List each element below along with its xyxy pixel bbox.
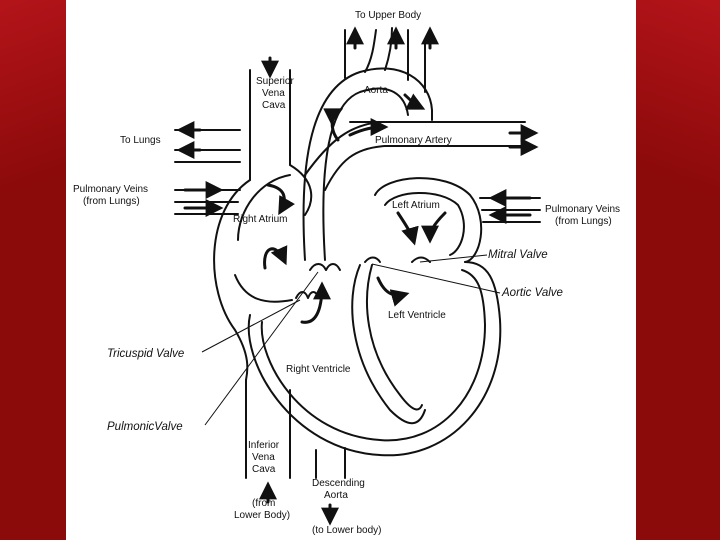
label-svc-1: Superior — [256, 76, 294, 87]
label-ivc-1: Inferior — [248, 440, 280, 451]
inferior-vena-cava-vessel — [245, 379, 291, 479]
label-pulm-veins-right-2: (from Lungs) — [555, 216, 612, 227]
right-atrium-inner — [234, 174, 293, 303]
label-to-upper-body: To Upper Body — [355, 10, 421, 21]
aorta-branch-vessels — [344, 27, 426, 93]
pulmonary-artery-left-branch — [174, 129, 241, 163]
label-right-ventricle: Right Ventricle — [286, 364, 351, 375]
label-svc-3: Cava — [262, 100, 286, 111]
left-atrium-wall — [374, 177, 483, 263]
aorta-vessel — [302, 67, 433, 261]
label-to-lower-body: (to Lower body) — [312, 525, 381, 536]
flow-arrow-ra-2 — [263, 245, 288, 270]
flow-arrow-aorta — [403, 93, 426, 110]
red-frame-right — [636, 0, 720, 540]
flow-arrow-ra-1 — [266, 183, 295, 216]
flow-arrow-pa — [348, 118, 389, 137]
right-atrium-wall — [213, 164, 313, 381]
septum — [351, 264, 426, 425]
pulmonic-valve-shape — [309, 263, 341, 271]
label-ivc-3: Cava — [252, 464, 276, 475]
label-aortic-valve: Aortic Valve — [501, 287, 563, 299]
pulmonary-veins-right-vessels — [479, 197, 541, 223]
label-from-lower-2: Lower Body) — [234, 510, 290, 521]
label-desc-aorta-2: Aorta — [324, 490, 348, 501]
aortic-valve-shape — [364, 256, 381, 263]
ventricle-inner-wall — [260, 269, 486, 442]
leader-tricuspid — [201, 299, 301, 353]
flow-arrow-aorta-inner — [323, 108, 344, 142]
label-mitral-valve: Mitral Valve — [488, 249, 548, 261]
label-from-lower-1: (from — [252, 498, 275, 509]
label-to-lungs: To Lungs — [120, 135, 161, 146]
label-pulm-veins-left-1: Pulmonary Veins — [73, 184, 148, 195]
label-tricuspid-valve: Tricuspid Valve — [107, 348, 184, 360]
flow-arrow-la-2 — [421, 211, 447, 244]
label-ivc-2: Vena — [252, 452, 275, 463]
leader-mitral — [419, 254, 488, 263]
label-aorta: Aorta — [364, 85, 388, 96]
descending-aorta-vessel — [315, 447, 346, 479]
pulmonary-artery-vessel — [304, 121, 526, 191]
red-frame-left — [0, 0, 66, 540]
label-left-ventricle: Left Ventricle — [388, 310, 446, 321]
superior-vena-cava-vessel — [249, 69, 291, 181]
label-right-atrium: Right Atrium — [233, 214, 287, 225]
label-left-atrium: Left Atrium — [392, 200, 440, 211]
flow-arrow-la-1 — [396, 211, 419, 246]
label-pulmonic-valve: PulmonicValve — [107, 421, 183, 433]
label-pulm-veins-left-2: (from Lungs) — [83, 196, 140, 207]
pulmonary-veins-left-vessels — [174, 189, 241, 215]
label-desc-aorta-1: Descending — [312, 478, 365, 489]
label-pulmonary-artery: Pulmonary Artery — [375, 135, 452, 146]
label-pulm-veins-right-1: Pulmonary Veins — [545, 204, 620, 215]
ventricle-outer-wall — [247, 261, 502, 457]
leader-pulmonic — [204, 271, 319, 426]
flow-arrow-lv — [376, 276, 410, 307]
flow-arrow-rv — [300, 281, 331, 324]
label-svc-2: Vena — [262, 88, 285, 99]
leader-aortic — [371, 263, 501, 294]
